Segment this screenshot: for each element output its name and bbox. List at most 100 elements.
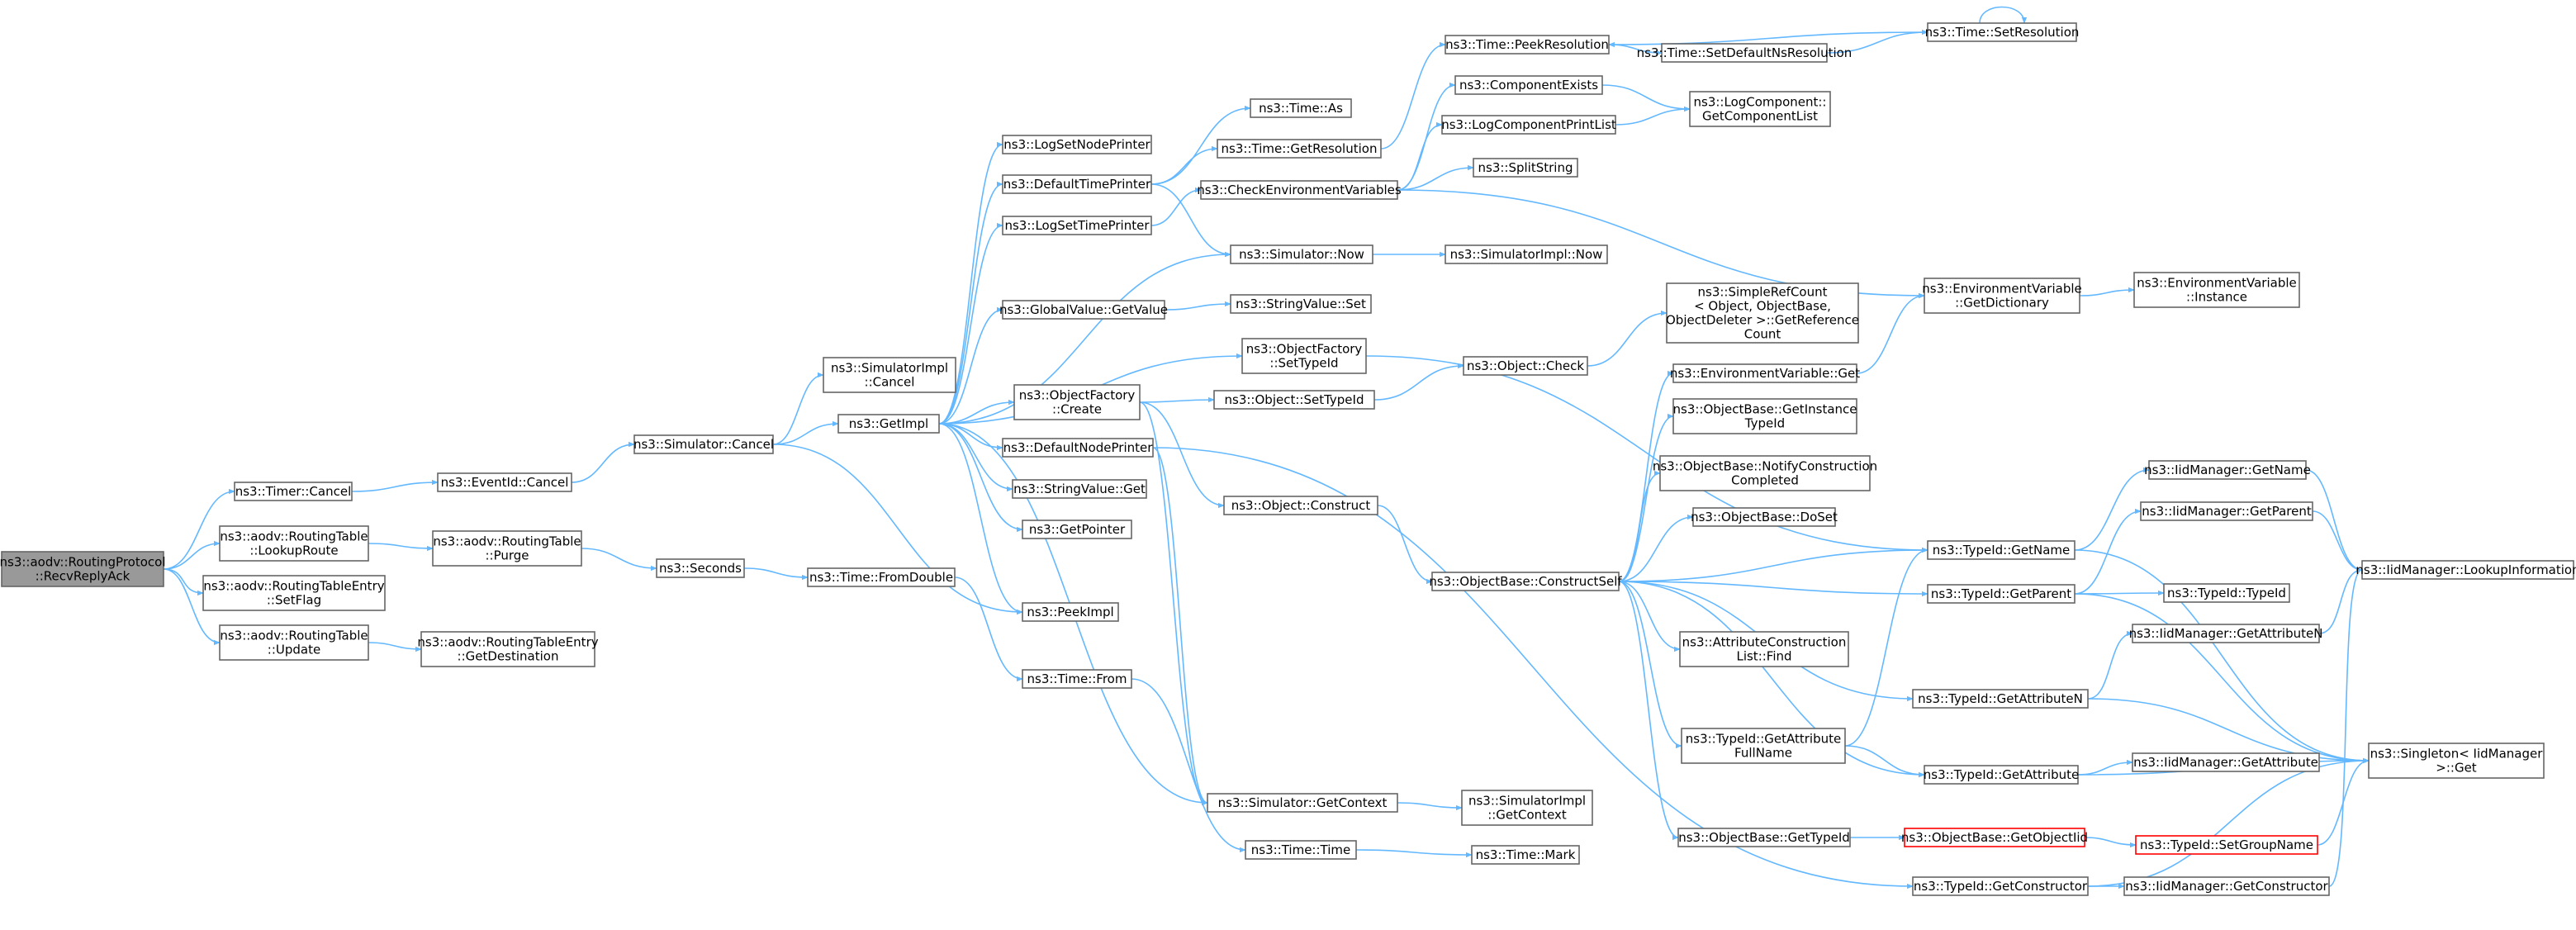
node-label: ::RecvReplyAck (36, 569, 130, 584)
node-rt-lookup[interactable]: ns3::aodv::RoutingTable::LookupRoute (219, 525, 369, 562)
node-box (1217, 139, 1382, 159)
node-of-settypeid[interactable]: ns3::ObjectFactory::SetTypeId (1241, 338, 1367, 374)
edge-timer-cancel-to-eventid-cancel (351, 479, 439, 492)
node-getpointer[interactable]: ns3::GetPointer (1022, 520, 1132, 539)
node-iid-getconstructor[interactable]: ns3::IidManager::GetConstructor (2123, 876, 2330, 896)
node-simimpl-now[interactable]: ns3::SimulatorImpl::Now (1445, 244, 1608, 264)
node-time-mark[interactable]: ns3::Time::Mark (1471, 845, 1580, 865)
node-logcomp-getlist[interactable]: ns3::LogComponent::GetComponentList (1689, 91, 1831, 127)
node-box (1927, 584, 2076, 604)
node-envvar-instance[interactable]: ns3::EnvironmentVariable::Instance (2133, 272, 2300, 308)
node-label: ::LookupRoute (249, 543, 338, 558)
node-envvar-get[interactable]: ns3::EnvironmentVariable::Get (1670, 363, 1860, 383)
node-box (2361, 560, 2574, 580)
node-compexists[interactable]: ns3::ComponentExists (1454, 75, 1603, 95)
node-defnodeprinter[interactable]: ns3::DefaultNodePrinter (1002, 438, 1154, 458)
node-label: ns3::Seconds (659, 561, 742, 576)
node-simimpl-cancel[interactable]: ns3::SimulatorImpl::Cancel (823, 357, 956, 393)
node-time-peekres[interactable]: ns3::Time::PeekResolution (1445, 35, 1610, 55)
node-time-getres[interactable]: ns3::Time::GetResolution (1217, 139, 1382, 159)
node-time-from[interactable]: ns3::Time::From (1022, 669, 1132, 689)
node-ob-constructself[interactable]: ns3::ObjectBase::ConstructSelf (1429, 572, 1622, 591)
node-time-as[interactable]: ns3::Time::As (1250, 98, 1352, 118)
node-logtimeprinter[interactable]: ns3::LogSetTimePrinter (1002, 216, 1152, 235)
node-envvar-getdict[interactable]: ns3::EnvironmentVariable::GetDictionary (1922, 278, 2082, 314)
node-simplerefcount[interactable]: ns3::SimpleRefCount< Object, ObjectBase,… (1666, 282, 1859, 344)
node-timer-cancel[interactable]: ns3::Timer::Cancel (234, 482, 353, 501)
edge-defnodeprinter-to-sim-getctx (1152, 447, 1208, 806)
node-time-time[interactable]: ns3::Time::Time (1245, 840, 1357, 860)
node-label: ns3::LogComponent:: (1694, 95, 1827, 110)
node-sv-get[interactable]: ns3::StringValue::Get (1012, 479, 1147, 499)
node-iid-getattr[interactable]: ns3::IidManager::GetAttribute (2132, 752, 2320, 772)
node-logcompprint[interactable]: ns3::LogComponentPrintList (1441, 115, 1616, 135)
node-simimpl-getctx[interactable]: ns3::SimulatorImpl::GetContext (1461, 790, 1593, 826)
node-iid-lookup[interactable]: ns3::IidManager::LookupInformation (2355, 560, 2576, 580)
node-label: ns3::IidManager::GetParent (2142, 504, 2312, 519)
node-sim-getctx[interactable]: ns3::Simulator::GetContext (1207, 793, 1398, 813)
node-label: >::Get (2436, 761, 2477, 776)
node-box (1223, 496, 1378, 515)
node-ob-doset[interactable]: ns3::ObjectBase::DoSet (1691, 507, 1838, 527)
edge-ob-constructself-to-ob-doset (1618, 514, 1694, 582)
node-iid-getattrn[interactable]: ns3::IidManager::GetAttributeN (2129, 624, 2323, 643)
node-box (1445, 244, 1608, 264)
node-tid-getconstructor[interactable]: ns3::TypeId::GetConstructor (1912, 876, 2089, 896)
node-obj-settypeid[interactable]: ns3::Object::SetTypeId (1213, 390, 1375, 410)
node-box (219, 624, 369, 661)
node-of-create[interactable]: ns3::ObjectFactory::Create (1013, 384, 1141, 420)
node-time-setdefns[interactable]: ns3::Time::SetDefaultNsResolution (1637, 43, 1853, 63)
node-box (1250, 98, 1352, 118)
node-ob-gettypeid[interactable]: ns3::ObjectBase::GetTypeId (1677, 828, 1851, 847)
node-time-setres[interactable]: ns3::Time::SetResolution (1925, 22, 2080, 42)
node-tid-typeid[interactable]: ns3::TypeId::TypeId (2163, 583, 2290, 603)
node-getimpl[interactable]: ns3::GetImpl (837, 414, 940, 434)
node-obj-construct[interactable]: ns3::Object::Construct (1223, 496, 1378, 515)
node-peekimpl[interactable]: ns3::PeekImpl (1022, 602, 1119, 622)
edge-sim-cancel-to-peekimpl (772, 444, 1023, 615)
node-sim-cancel[interactable]: ns3::Simulator::Cancel (633, 434, 774, 454)
node-lognodeprinter[interactable]: ns3::LogSetNodePrinter (1002, 135, 1152, 154)
node-time-fromdouble[interactable]: ns3::Time::FromDouble (807, 567, 956, 587)
node-rte-setflag[interactable]: ns3::aodv::RoutingTableEntry::SetFlag (202, 575, 386, 611)
node-box (1924, 278, 2080, 314)
edge-getimpl-to-gv-getvalue (938, 306, 1003, 425)
node-ob-notify[interactable]: ns3::ObjectBase::NotifyConstructionCompl… (1653, 455, 1877, 491)
node-tid-setgroupname[interactable]: ns3::TypeId::SetGroupName (2135, 835, 2318, 855)
node-iid-getname[interactable]: ns3::IidManager::GetName (2144, 460, 2311, 480)
edge-time-setres-to-time-setres (1979, 6, 2028, 24)
node-iid-getparent[interactable]: ns3::IidManager::GetParent (2140, 501, 2313, 521)
node-tid-getparent[interactable]: ns3::TypeId::GetParent (1927, 584, 2076, 604)
node-box (656, 558, 745, 578)
edge-getimpl-to-logtimeprinter (938, 222, 1003, 425)
node-deftimeprinter[interactable]: ns3::DefaultTimePrinter (1002, 174, 1152, 194)
node-root[interactable]: ns3::aodv::RoutingProtocol::RecvReplyAck (0, 551, 165, 587)
node-tid-getname[interactable]: ns3::TypeId::GetName (1927, 540, 2076, 560)
edge-tid-getattrfull-to-tid-getname (1844, 547, 1928, 747)
node-tid-getattr[interactable]: ns3::TypeId::GetAttribute (1924, 765, 2079, 785)
node-rt-purge[interactable]: ns3::aodv::RoutingTable::Purge (432, 530, 582, 567)
node-label: ns3::CheckEnvironmentVariables (1197, 183, 1402, 197)
edge-logtimeprinter-to-checkenv (1150, 187, 1202, 226)
node-gv-getvalue[interactable]: ns3::GlobalValue::GetValue (999, 300, 1168, 320)
node-tid-getattrn[interactable]: ns3::TypeId::GetAttributeN (1912, 689, 2089, 709)
node-sv-set[interactable]: ns3::StringValue::Set (1230, 294, 1372, 314)
edge-tid-getname-to-singleton-get (2074, 549, 2370, 764)
node-box (1471, 845, 1580, 865)
node-rt-update[interactable]: ns3::aodv::RoutingTable::Update (219, 624, 369, 661)
edge-tid-getparent-to-iid-getparent (2074, 508, 2142, 595)
node-sim-now[interactable]: ns3::Simulator::Now (1230, 244, 1373, 264)
node-singleton-get[interactable]: ns3::Singleton< IidManager>::Get (2368, 743, 2545, 779)
node-seconds[interactable]: ns3::Seconds (656, 558, 745, 578)
node-splitstring[interactable]: ns3::SplitString (1473, 158, 1578, 178)
node-ob-getobjectiid[interactable]: ns3::ObjectBase::GetObjectIid (1901, 828, 2088, 847)
edge-iid-getattrn-to-iid-lookup (2318, 567, 2363, 634)
node-rte-getdest[interactable]: ns3::aodv::RoutingTableEntry::GetDestina… (417, 631, 599, 667)
node-label: Completed (1731, 473, 1799, 488)
node-checkenv[interactable]: ns3::CheckEnvironmentVariables (1197, 180, 1402, 200)
node-obj-check[interactable]: ns3::Object::Check (1463, 356, 1588, 376)
node-eventid-cancel[interactable]: ns3::EventId::Cancel (437, 472, 572, 492)
